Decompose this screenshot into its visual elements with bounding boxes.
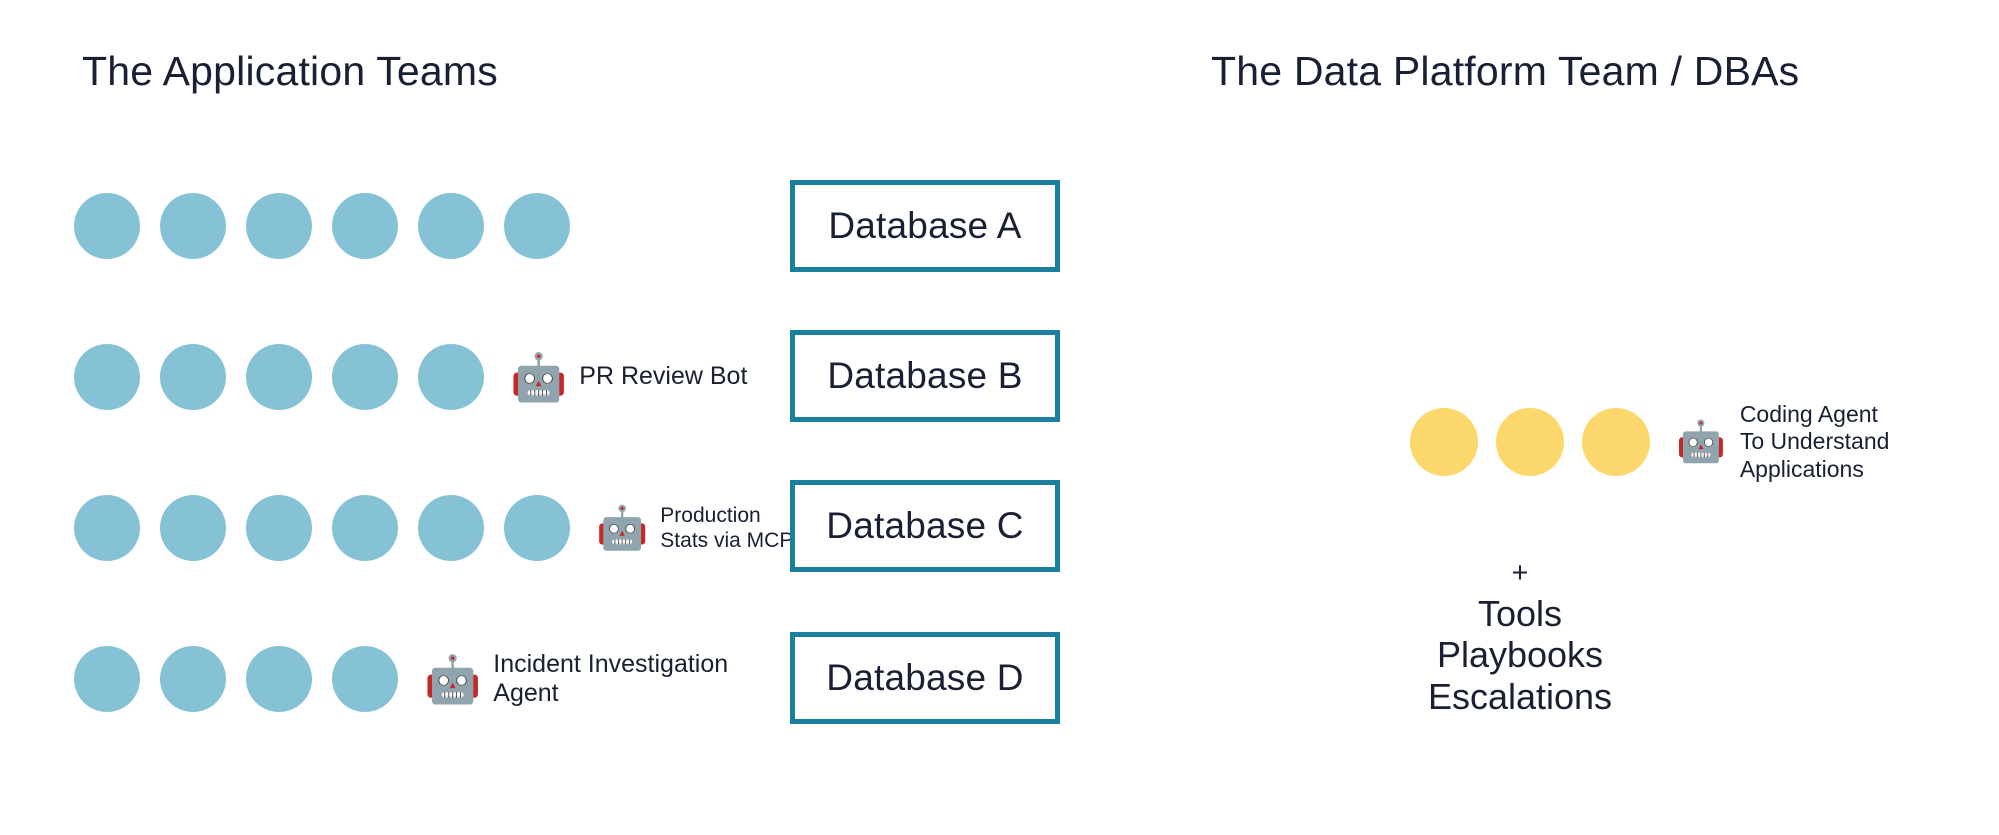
person-dot xyxy=(246,646,312,712)
robot-icon: 🤖 xyxy=(424,653,482,705)
person-dot xyxy=(418,344,484,410)
person-dot xyxy=(504,193,570,259)
platform-person-dot xyxy=(1496,408,1564,476)
robot-icon: 🤖 xyxy=(596,504,649,551)
person-dot xyxy=(332,344,398,410)
agent-label: Incident Investigation Agent xyxy=(493,649,729,708)
person-dot xyxy=(332,495,398,561)
extra-item-playbooks: Playbooks xyxy=(1436,634,1604,676)
person-dot xyxy=(74,646,140,712)
agent-label: Production Stats via MCP xyxy=(660,503,794,552)
person-dot xyxy=(332,193,398,259)
team-row: 🤖Incident Investigation Agent xyxy=(74,645,728,713)
person-dot xyxy=(74,344,140,410)
person-dot xyxy=(160,193,226,259)
plus-sign: + xyxy=(1511,557,1529,589)
platform-person-dot xyxy=(1410,408,1478,476)
person-dot xyxy=(332,646,398,712)
robot-icon: 🤖 xyxy=(1676,420,1726,464)
person-dot xyxy=(246,193,312,259)
person-dot xyxy=(246,495,312,561)
team-row: 🤖 PR Review Bot xyxy=(74,343,747,411)
platform-extras-list: + Tools Playbooks Escalations xyxy=(1380,555,1660,718)
database-box: Database C xyxy=(790,480,1060,572)
team-row: 🤖Production Stats via MCP xyxy=(74,494,793,562)
database-label: Database B xyxy=(827,355,1023,396)
agent-annotation: 🤖Production Stats via MCP xyxy=(596,503,793,553)
agent-annotation: 🤖Incident Investigation Agent xyxy=(424,650,728,709)
platform-person-dot xyxy=(1582,408,1650,476)
team-row xyxy=(74,192,590,260)
platform-team-row: 🤖 Coding Agent To Understand Applications xyxy=(1410,401,1889,482)
person-dot xyxy=(418,193,484,259)
agent-label: PR Review Bot xyxy=(579,362,748,391)
agent-label: Coding Agent To Understand Applications xyxy=(1739,400,1890,482)
database-box: Database B xyxy=(790,330,1060,422)
page-title-application-teams: The Application Teams xyxy=(82,48,498,94)
person-dot xyxy=(418,495,484,561)
person-dot xyxy=(246,344,312,410)
page-title-data-platform-team: The Data Platform Team / DBAs xyxy=(1211,48,1800,94)
database-box: Database A xyxy=(790,180,1060,272)
person-dot xyxy=(160,344,226,410)
database-box: Database D xyxy=(790,632,1060,724)
database-label: Database C xyxy=(826,505,1024,546)
database-label: Database A xyxy=(828,205,1022,246)
database-label: Database D xyxy=(826,657,1024,698)
person-dot xyxy=(74,495,140,561)
person-dot xyxy=(160,646,226,712)
robot-icon: 🤖 xyxy=(510,351,568,403)
agent-annotation: 🤖 Coding Agent To Understand Applications xyxy=(1676,401,1889,484)
person-dot xyxy=(74,193,140,259)
agent-annotation: 🤖 PR Review Bot xyxy=(510,354,747,400)
extra-item-tools: Tools xyxy=(1477,592,1563,634)
extra-item-escalations: Escalations xyxy=(1427,676,1613,718)
person-dot xyxy=(504,495,570,561)
person-dot xyxy=(160,495,226,561)
